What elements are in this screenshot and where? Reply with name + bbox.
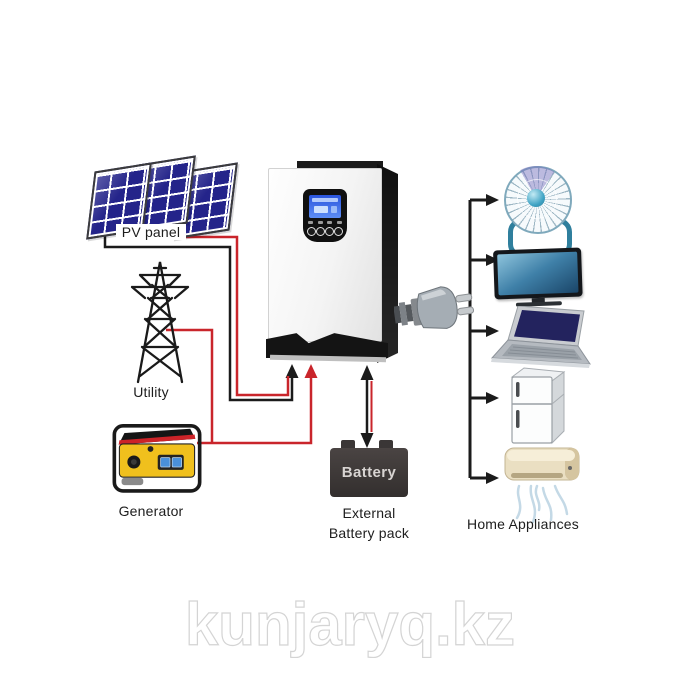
fan-inner-ring [517, 179, 557, 219]
air-conditioner-icon [504, 447, 580, 524]
inverter-control-panel [303, 189, 347, 242]
home-appliances-label: Home Appliances [467, 516, 579, 532]
generator-icon [112, 424, 202, 493]
inverter-buttons [307, 227, 343, 236]
battery-caption-line1: External [342, 505, 396, 521]
battery-terminal [341, 440, 355, 449]
laptop-icon [490, 306, 591, 368]
battery-icon: Battery [330, 448, 408, 497]
inverter-unit [268, 168, 382, 342]
generator-label: Generator [118, 503, 184, 519]
power-plug-icon [394, 286, 474, 329]
fan-hub [527, 189, 545, 207]
pv-panel-label: PV panel [116, 224, 186, 240]
battery-caption-line2: Battery pack [328, 525, 410, 542]
inverter-key-labels [308, 221, 342, 225]
inverter-mount-bracket [297, 161, 383, 169]
battery-box-label: Battery [341, 464, 397, 481]
refrigerator-icon [510, 367, 566, 445]
inverter-side-panel [377, 164, 398, 363]
battery-caption: External Battery pack [322, 503, 416, 544]
tv-icon [493, 247, 583, 308]
utility-label: Utility [133, 384, 169, 400]
transmission-tower-icon [130, 261, 190, 384]
watermark-text: kunjaryq.kz [184, 590, 516, 658]
inverter-lcd-display [309, 195, 341, 218]
battery-terminal [379, 440, 393, 449]
